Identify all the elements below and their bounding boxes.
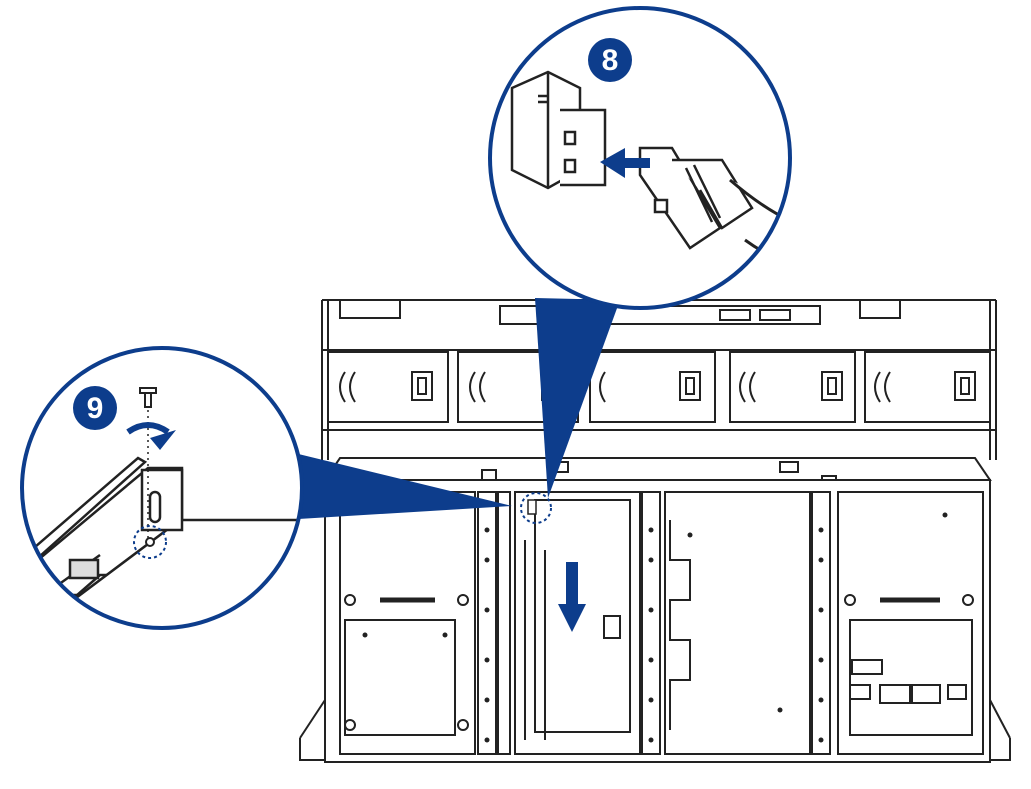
callout-9-pointer	[282, 450, 512, 520]
slide-down-arrow	[558, 562, 586, 632]
fan-module-3	[589, 351, 716, 423]
callout-step-9: 9	[20, 346, 512, 630]
insert-arrow	[600, 148, 650, 178]
fan-module-4	[729, 351, 856, 423]
screw-icon	[139, 387, 157, 408]
rotate-clockwise-arrow	[126, 422, 176, 450]
fan-module-row	[327, 351, 991, 423]
step-9-badge: 9	[73, 386, 117, 430]
screw-holes	[362, 512, 948, 743]
fan-module-5	[864, 351, 991, 423]
screw-hole-focus-ring	[133, 525, 167, 559]
step-8-badge: 8	[588, 38, 632, 82]
drive-bay-frame	[299, 479, 1011, 763]
callout-step-8: 8	[488, 6, 792, 498]
cable-connector-small	[527, 499, 537, 515]
callout-8-pointer	[535, 298, 620, 498]
step-8-number: 8	[602, 44, 619, 77]
mounting-bracket	[140, 468, 184, 532]
step-9-number: 9	[87, 392, 104, 425]
fan-module-1	[327, 351, 449, 423]
connector-focus-ring	[520, 492, 552, 524]
sata-socket	[510, 70, 607, 190]
sata-cable-plug	[638, 146, 790, 274]
